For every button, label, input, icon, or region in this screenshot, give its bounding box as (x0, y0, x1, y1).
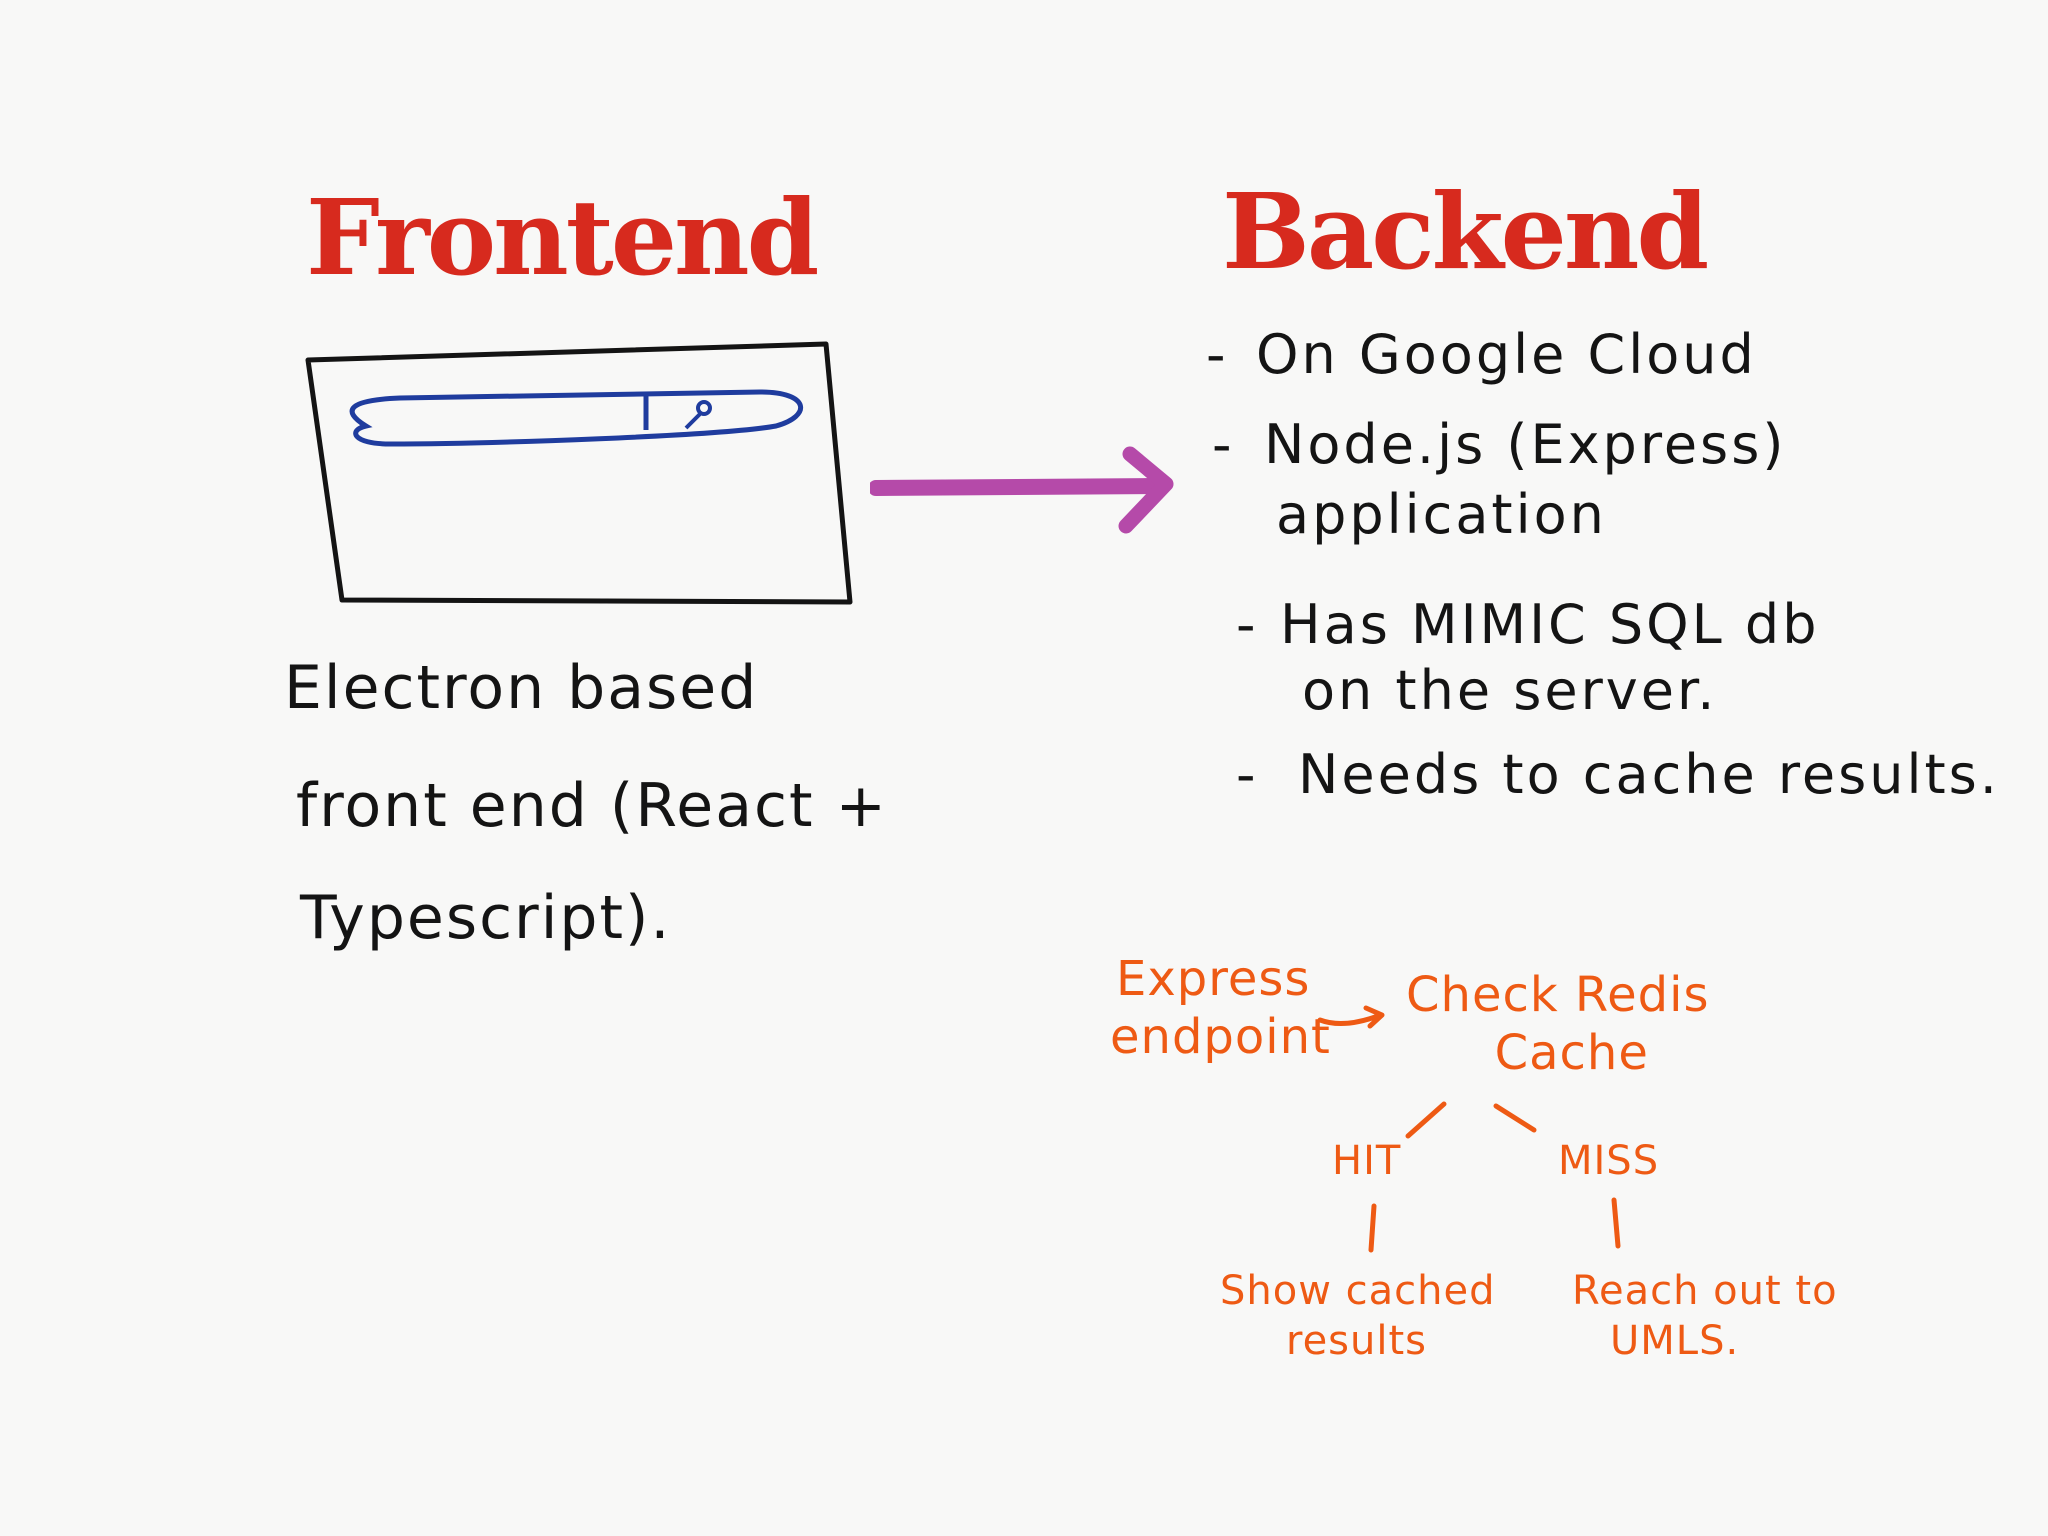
arrow-right-icon (870, 446, 1174, 534)
check-redis-cache-node: Check Redis Cache (1406, 966, 1709, 1082)
hit-action-node: Show cached results (1220, 1266, 1496, 1366)
flow-node-line: Show cached (1220, 1268, 1496, 1314)
flow-node-line: Express (1116, 951, 1311, 1007)
bullet-text-continued: application (1276, 483, 1607, 546)
flow-node-line: Cache (1494, 1025, 1649, 1081)
miss-label: MISS (1558, 1138, 1660, 1184)
bullet-text: Node.js (Express) (1264, 413, 1787, 476)
frontend-description: Electron based front end (React + Typesc… (284, 652, 886, 954)
branch-lines (1405, 1101, 1537, 1139)
search-bar-icon (349, 389, 804, 447)
frontend-description-line: Typescript). (300, 883, 672, 953)
frontend-heading: Frontend (306, 176, 819, 299)
frontend-window-sketch (305, 341, 853, 605)
frontend-description-line: Electron based (284, 653, 759, 723)
backend-heading: Backend (1222, 170, 1709, 293)
flow-node-line: Reach out to (1572, 1268, 1838, 1314)
flow-node-line: endpoint (1110, 1009, 1331, 1065)
search-icon (684, 400, 712, 430)
bullet-dash: - (1212, 413, 1235, 476)
bullet-text: Has MIMIC SQL db (1280, 593, 1820, 656)
bullet-dash: - (1236, 743, 1259, 806)
hit-label: HIT (1332, 1138, 1402, 1184)
frontend-description-line: front end (React + (296, 771, 888, 841)
miss-connector (1611, 1197, 1621, 1249)
miss-action-node: Reach out to UMLS. (1572, 1266, 1838, 1366)
express-endpoint-node: Express endpoint (1110, 950, 1331, 1066)
flow-node-line: results (1286, 1318, 1428, 1364)
hit-connector (1368, 1203, 1377, 1253)
bullet-text-continued: on the server. (1302, 659, 1718, 722)
bullet-text: On Google Cloud (1256, 323, 1757, 386)
arrow-right-icon (1317, 1005, 1385, 1029)
cache-flow-diagram: Express endpoint Check Redis Cache HIT M… (1110, 950, 1910, 1380)
app-window-icon (305, 341, 853, 605)
bullet-text: Needs to cache results. (1298, 743, 2000, 806)
bullet-dash: - (1236, 593, 1259, 656)
flow-node-line: UMLS. (1610, 1318, 1740, 1364)
bullet-dash: - (1206, 323, 1229, 386)
flow-node-line: Check Redis (1406, 967, 1710, 1023)
